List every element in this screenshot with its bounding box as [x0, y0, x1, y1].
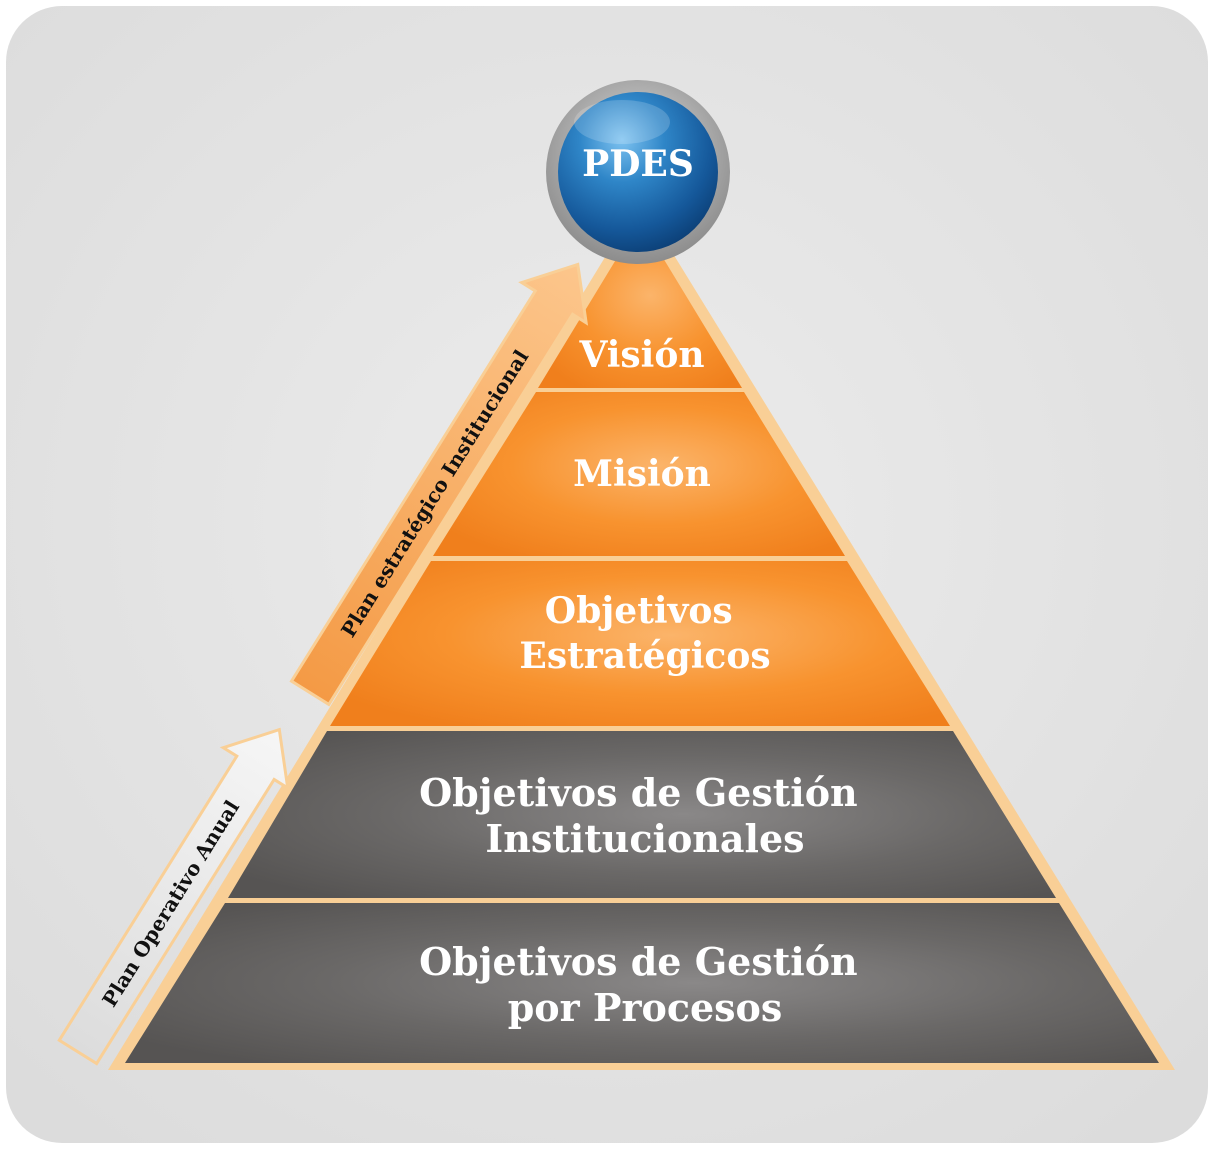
- pdes-label: PDES: [582, 143, 694, 185]
- level-label-vision: Visión: [578, 334, 704, 376]
- level-band-gestion-institucionales: [228, 731, 1056, 898]
- level-label-mision: Misión: [573, 453, 711, 495]
- level-label-gestion-procesos: Objetivos de Gestión por Procesos: [419, 939, 871, 1030]
- pdes-sphere: PDES: [546, 80, 730, 264]
- level-band-gestion-procesos: [125, 903, 1159, 1063]
- level-band-vision: [538, 220, 742, 388]
- level-band-objetivos-estrategicos: [330, 561, 950, 726]
- level-band-mision: [433, 392, 845, 556]
- level-label-objetivos-estrategicos: Objetivos Estratégicos: [519, 590, 770, 677]
- level-label-gestion-institucionales: Objetivos de Gestión Institucionales: [419, 770, 871, 861]
